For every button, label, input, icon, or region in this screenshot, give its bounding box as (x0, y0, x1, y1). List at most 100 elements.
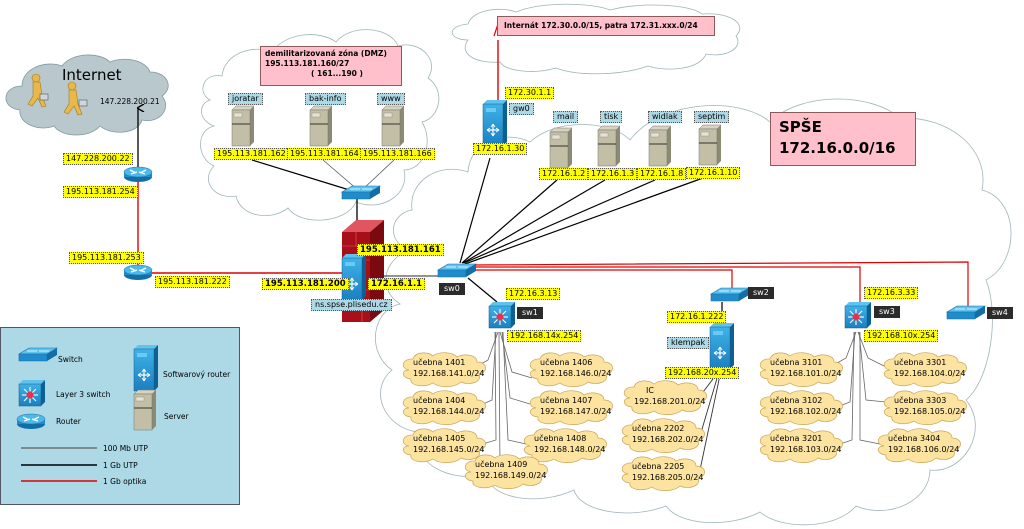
server-septim-icon[interactable] (698, 124, 722, 166)
edge-router-ip-outside: 147.228.200.22 (63, 153, 133, 165)
classroom-item: učebna 2202 192.168.202.0/24 (632, 423, 703, 445)
dmz-title-box: demilitarizovaná zóna (DMZ) 195.113.181.… (260, 46, 402, 86)
legend-router-label: Router (56, 417, 81, 426)
classroom-name: učebna 1409 (475, 460, 528, 469)
sw1-ip-up: 172.16.3.13 (506, 288, 561, 300)
classroom-item: učebna 1405 192.168.145.0/24 (413, 433, 484, 455)
sw2-icon[interactable] (710, 287, 750, 302)
legend-softrouter-label: Softwarový router (163, 370, 231, 379)
firewall-softrouter-icon[interactable] (341, 253, 367, 301)
classroom-network: 192.168.103.0/24 (770, 445, 842, 454)
firewall-ip-inside: 172.16.1.1 (368, 278, 426, 290)
classroom-network: 192.168.149.0/24 (475, 471, 547, 480)
school-network: 172.16.0.0/16 (779, 139, 896, 157)
sw4-icon[interactable] (946, 305, 986, 320)
legend-1gb-label: 1 Gb UTP (103, 461, 138, 470)
classroom-network: 192.168.205.0/24 (632, 473, 704, 482)
classroom-name: učebna 1408 (534, 434, 587, 443)
server-www-icon[interactable] (381, 105, 405, 147)
link-sw0-sw2 (474, 269, 733, 288)
dmz-network: 195.113.181.160/27 (265, 59, 350, 68)
firewall-ip-outside: 195.113.181.200 (262, 278, 349, 290)
classroom-network: 192.168.141.0/24 (413, 369, 485, 378)
school-title-box: SPŠE 172.16.0.0/16 (770, 112, 916, 166)
sw2-ip-up: 172.16.1.222 (667, 311, 727, 323)
link-bak-info (322, 159, 359, 191)
school-name: SPŠE (779, 118, 822, 136)
classroom-network: 192.168.201.0/24 (634, 397, 706, 406)
classroom-item: učebna 3101 192.168.101.0/24 (770, 357, 841, 379)
internet-ip: 147.228.200.21 (100, 97, 160, 106)
link-sw0-septim (464, 177, 704, 265)
server-tisk-icon[interactable] (597, 125, 621, 167)
classroom-network: 192.168.104.0/24 (894, 369, 966, 378)
sw0-icon[interactable] (437, 263, 477, 278)
sw3-icon[interactable] (844, 301, 872, 329)
dorm-title: Internát 172.30.0.0/15, patra 172.31.xxx… (497, 16, 715, 36)
classroom-item: učebna 1409 192.168.149.0/24 (475, 459, 546, 481)
classroom-network: 192.168.101.0/24 (770, 369, 842, 378)
ip-septim: 172.16.1.10 (686, 167, 741, 179)
ip-joratar: 195.113.181.162 (214, 148, 289, 160)
gw0-icon[interactable] (482, 99, 508, 147)
classroom-name: učebna 1407 (540, 396, 593, 405)
classroom-name: učebna 1406 (540, 358, 593, 367)
gw0-ip-up: 172.30.1.1 (505, 87, 555, 99)
classroom-name: učebna 2202 (632, 424, 685, 433)
legend-switch-label: Switch (58, 355, 83, 364)
link-sw0-widlak (463, 179, 656, 264)
server-mail-icon[interactable] (549, 127, 573, 169)
legend-router-icon (16, 413, 46, 430)
link-sw0-sw3 (474, 266, 861, 302)
legend-switch-icon (18, 347, 58, 362)
host-label-bak-info: bak-info (305, 93, 346, 105)
links-sw3-classrooms (831, 331, 889, 447)
legend-fiber-label: 1 Gb optika (103, 477, 147, 486)
link-sw0-mail (461, 179, 558, 264)
classroom-name: učebna 1405 (413, 434, 466, 443)
sw4-tag: sw4 (987, 307, 1013, 319)
classroom-name: IC (646, 386, 654, 395)
host-label-joratar: joratar (228, 93, 263, 105)
classroom-network: 192.168.202.0/24 (632, 435, 704, 444)
classroom-network: 192.168.144.0/24 (413, 407, 485, 416)
host-label-mail: mail (553, 111, 579, 123)
classroom-name: učebna 3301 (894, 358, 947, 367)
classroom-network: 192.168.146.0/24 (540, 369, 612, 378)
classroom-network: 192.168.106.0/24 (888, 445, 960, 454)
sw1-tag: sw1 (517, 307, 543, 319)
classroom-name: učebna 3201 (770, 434, 823, 443)
klempak-icon[interactable] (709, 322, 735, 370)
border-router-ip-right: 195.113.181.222 (155, 276, 230, 288)
edge-router-icon[interactable] (123, 166, 153, 183)
link-sw0-sw4 (473, 261, 969, 308)
classroom-item: učebna 3201 192.168.103.0/24 (770, 433, 841, 455)
border-router-ip-up: 195.113.181.253 (69, 252, 144, 264)
classroom-network: 192.168.148.0/24 (534, 445, 606, 454)
sw3-ip-up: 172.16.3.33 (864, 287, 919, 299)
legend-l3switch-icon (18, 379, 46, 407)
border-router-icon[interactable] (123, 264, 153, 281)
classroom-name: učebna 3101 (770, 358, 823, 367)
server-bak-info-icon[interactable] (309, 105, 333, 147)
ip-widlak: 172.16.1.8 (637, 168, 687, 180)
legend-100mb-label: 100 Mb UTP (103, 444, 148, 453)
classroom-name: učebna 3102 (770, 396, 823, 405)
link-sw0-tisk (462, 179, 606, 264)
classroom-network: 192.168.145.0/24 (413, 445, 485, 454)
server-joratar-icon[interactable] (231, 105, 255, 147)
server-widlak-icon[interactable] (648, 125, 672, 167)
classroom-item: učebna 3303 192.168.105.0/24 (894, 395, 965, 417)
link-www (361, 159, 395, 191)
classroom-network: 192.168.105.0/24 (894, 407, 966, 416)
sw1-ip-down: 192.168.14x.254 (507, 330, 582, 342)
dmz-title: demilitarizovaná zóna (DMZ) (265, 49, 387, 58)
classroom-network: 192.168.102.0/24 (770, 407, 842, 416)
sw1-icon[interactable] (488, 301, 516, 329)
legend-softrouter-icon (133, 344, 159, 392)
classroom-name: učebna 3303 (894, 396, 947, 405)
link-joratar (251, 159, 357, 193)
